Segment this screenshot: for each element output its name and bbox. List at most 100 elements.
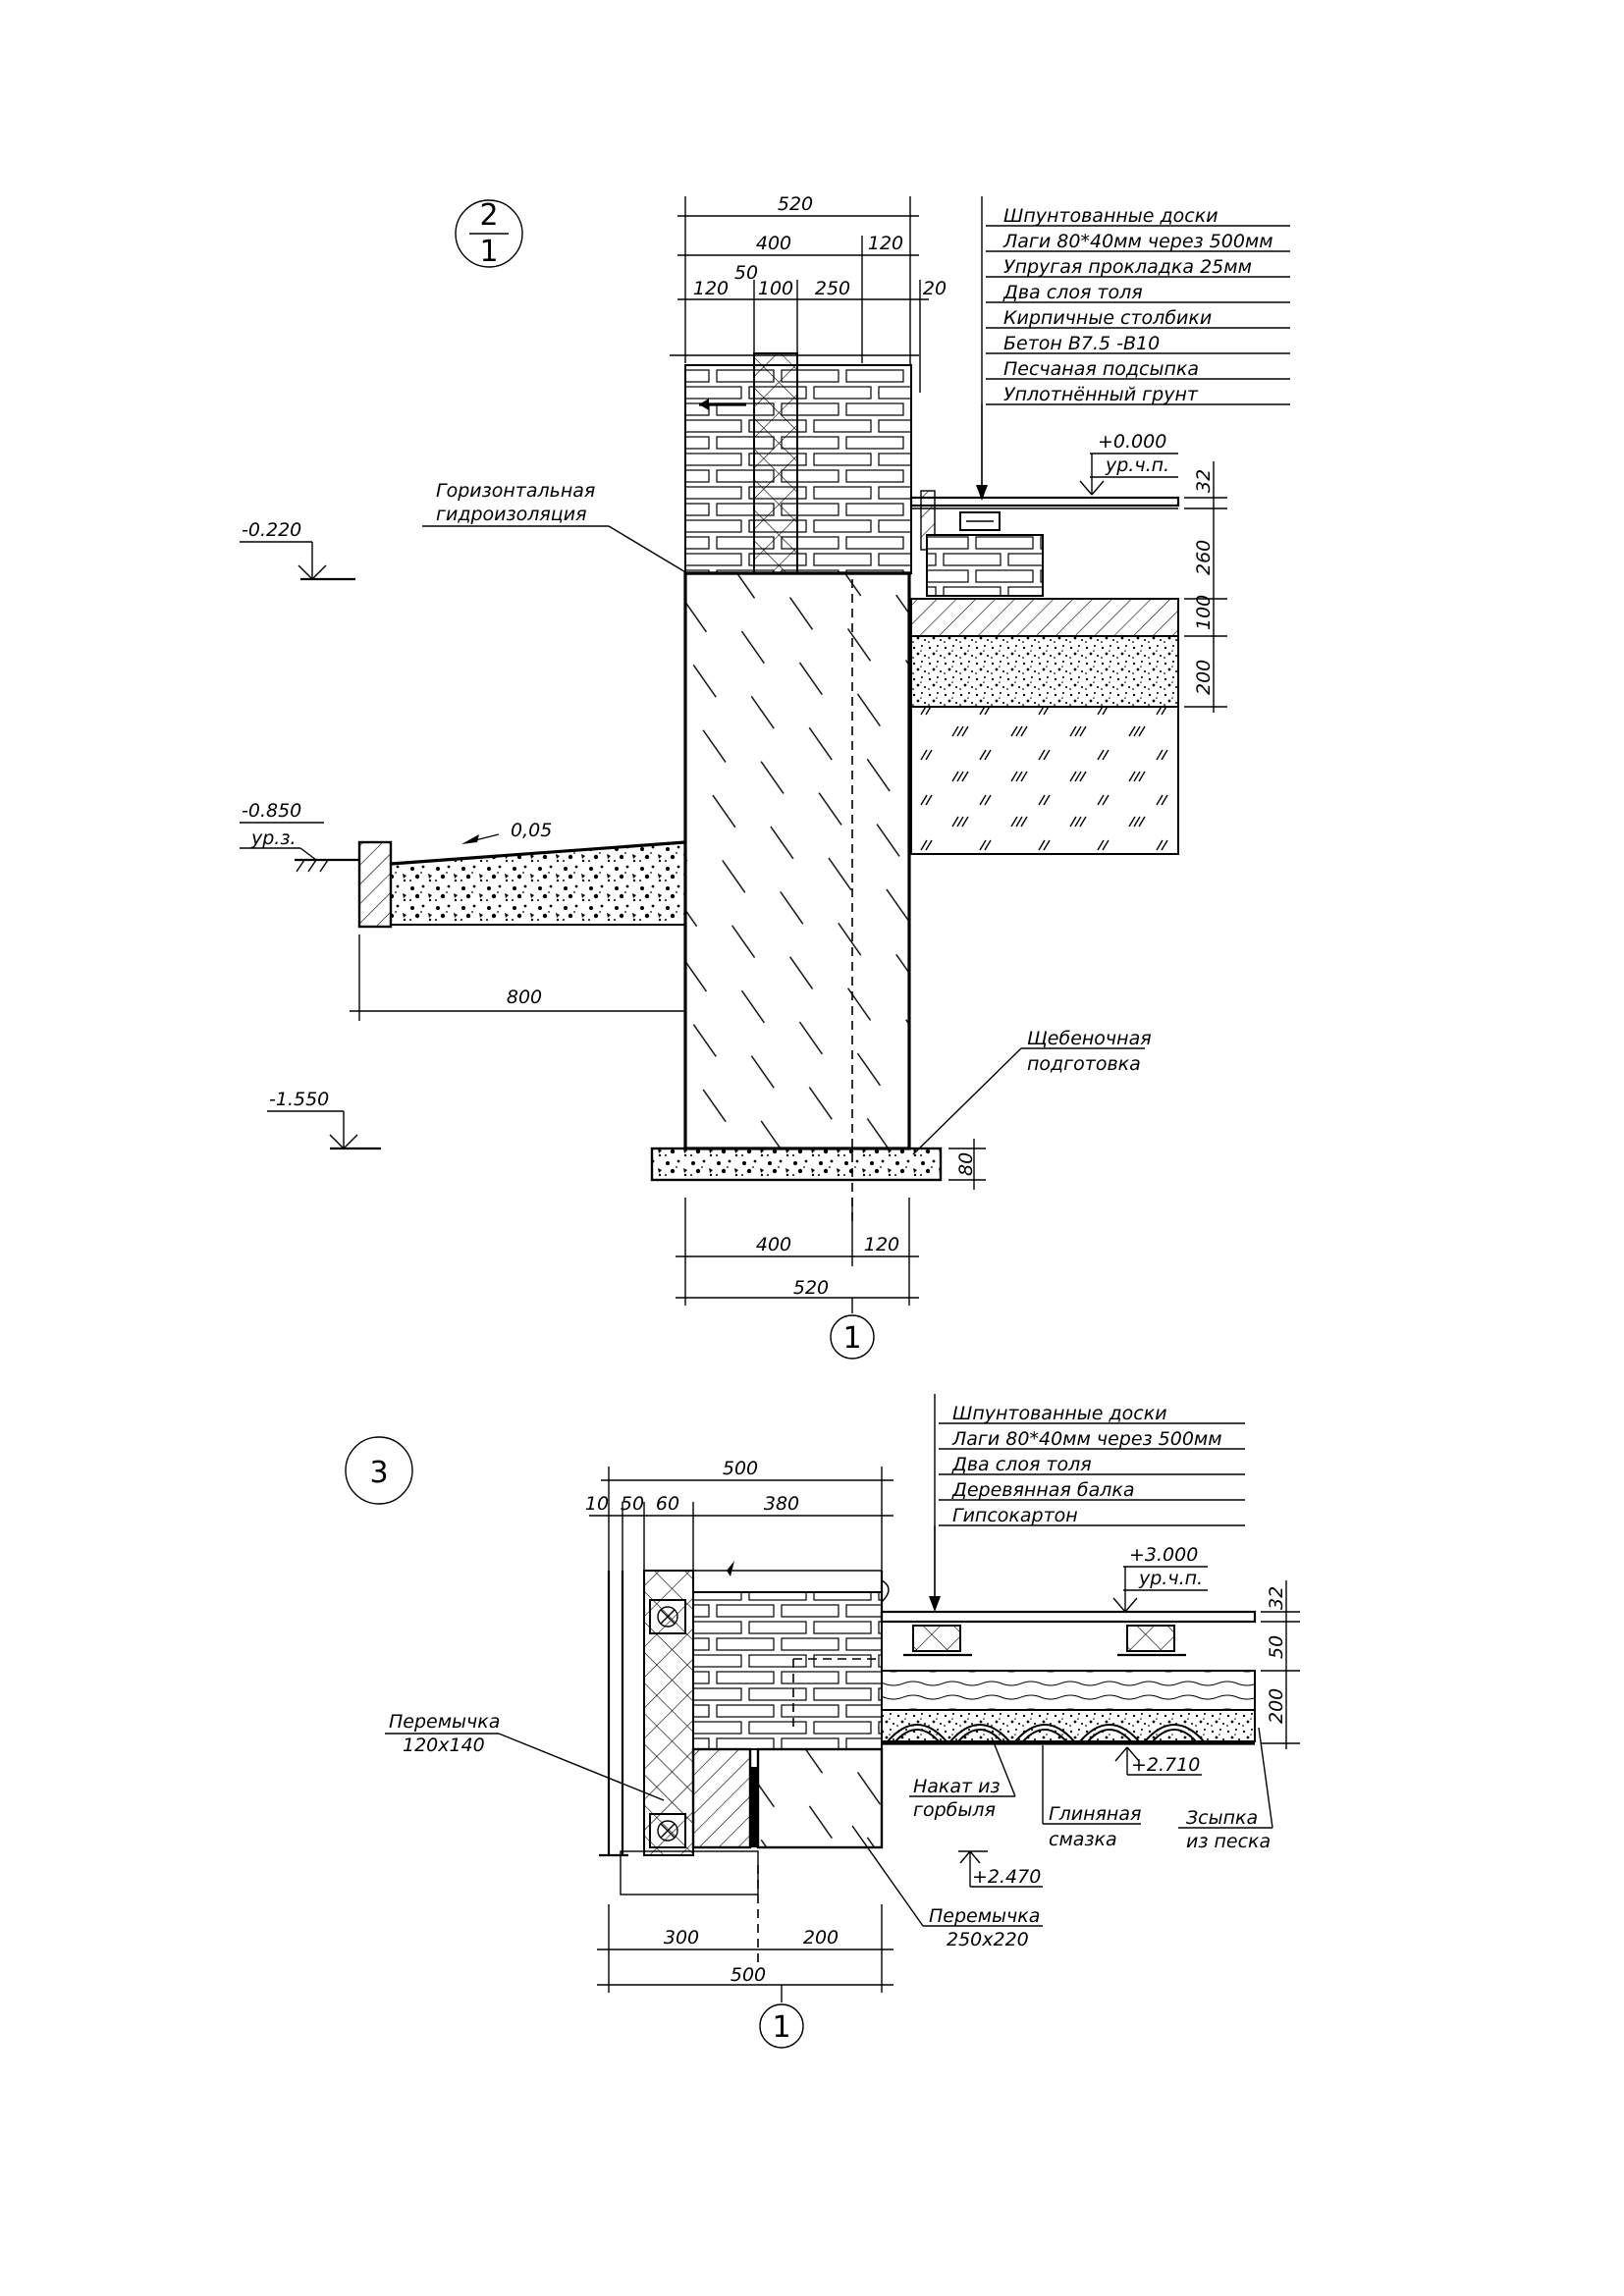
dim-20-top: 20 [923,278,947,299]
dim-80-footing: 80 [955,1152,977,1176]
window-sill [620,1850,759,1896]
compacted-soil-layer [910,706,1179,855]
detail-2-bottom-dimensions: 400 120 520 1 [676,1198,919,1360]
brick-masonry [692,1591,883,1750]
dim-60-top: 60 [656,1493,679,1515]
brick-post [926,534,1044,597]
detail-3-floor [880,1610,1257,1745]
gravel-label-line1: Щебеночная [1027,1028,1152,1049]
dim-50-top: 50 [621,1493,644,1515]
detail-2-top-dimensions: 520 400 120 120 50 100 250 20 [677,193,947,393]
detail-3-section: 3 500 10 50 60 380 Шпунтованные доски Ла [345,1394,1300,2049]
lintel1-leader [498,1733,665,1801]
dim-100-top: 100 [758,278,793,299]
detail-2-callout-circle [455,199,523,268]
detail-2-callout-top: 2 [479,198,498,233]
nakat-label-line1: Накат из [913,1776,1001,1797]
layer-joists: Лаги 80*40мм через 500мм [1002,231,1273,252]
waterproofing-label-line1: Горизонтальная [436,480,595,502]
elevation-mark-floor-3: +3.000 ур.ч.п. [1112,1544,1208,1613]
dim3-200: 200 [1266,1688,1287,1724]
elevation-mark-plinth: -0.220 [240,519,355,581]
slab-arches [887,1724,1205,1742]
lintel2-leader [851,1825,924,1927]
joist-3-left [912,1625,961,1652]
nakat-label-line2: горбыля [913,1799,996,1821]
elevation-mark-bottom: -1.550 [267,1089,381,1150]
layer-sand-fill: Песчаная подсыпка [1003,358,1199,380]
layer3-wood-beam: Деревянная балка [951,1479,1135,1501]
dim-520-top: 520 [778,193,813,215]
dim-380-top: 380 [764,1493,799,1515]
lintel-250x220 [756,1747,884,1849]
layer-concrete: Бетон В7.5 -В10 [1003,333,1160,354]
floor-boards [909,496,1180,507]
dim-50-top: 50 [734,262,758,284]
dim-400-top: 400 [756,233,791,254]
lintel2-label-line1: Перемычка [929,1905,1040,1927]
axis-1-bubble [830,1314,875,1360]
lintel1-label-line1: Перемычка [389,1711,500,1733]
dim-500-bottom: 500 [731,1964,766,1986]
layer-compacted-soil: Уплотнённый грунт [1003,384,1199,405]
wood-beam-3 [881,1670,1256,1711]
layer3-joists: Лаги 80*40мм через 500мм [951,1428,1222,1450]
dim-400-bottom: 400 [756,1234,791,1255]
blind-area: 0,05 800 [295,820,686,1021]
layer3-roofing-felt: Два слоя толя [951,1454,1092,1475]
elevation-ceiling-value: +2.710 [1131,1754,1200,1776]
elevation-floor3-label: ур.ч.п. [1138,1568,1203,1589]
sand-fill-layer [910,635,1179,708]
clay-label-line2: смазка [1049,1829,1117,1850]
dim-200-bottom: 200 [803,1927,839,1949]
elevation-ground-label: ур.з. [250,828,297,849]
lintel-120x140 [691,1747,752,1849]
dim3-50: 50 [1266,1635,1287,1659]
gravel-footing-pad [650,1147,943,1182]
concrete-foundation-wall [683,571,911,1150]
elevation-bottom-value: -1.550 [269,1089,329,1110]
elevation-floor-label: ур.ч.п. [1105,454,1169,476]
window-frame-bottom [649,1813,686,1848]
elevation-mark-lintel: +2.470 [958,1850,1043,1888]
dim-32: 32 [1193,469,1215,493]
dim-300-bottom: 300 [664,1927,699,1949]
sand-label-line2: из песка [1186,1831,1271,1852]
elevation-floor-value: +0.000 [1098,431,1166,453]
detail-3-callout-circle [345,1436,413,1505]
layer3-tongue-groove-boards: Шпунтованные доски [952,1403,1167,1424]
layer3-drywall: Гипсокартон [952,1505,1078,1526]
dim-10-top: 10 [585,1493,609,1515]
detail-2-callout-bottom: 1 [479,235,498,269]
detail-2-section: 2 1 520 400 120 120 50 100 250 20 [240,193,1290,1360]
lintel1-label-line2: 120x140 [403,1735,485,1756]
dim-250-top: 250 [815,278,850,299]
waterproofing-label-line2: гидроизоляция [436,504,587,525]
axis-1-label-3: 1 [772,2010,790,2045]
axis-1-label: 1 [842,1321,861,1356]
detail-3-top-dimensions: 500 10 50 60 380 [585,1458,893,1571]
layer-roofing-felt: Два слоя толя [1002,282,1143,303]
sand-leader [1258,1727,1273,1829]
floor-boards-3 [880,1610,1257,1624]
dim-200: 200 [1193,660,1215,695]
axis-1-bubble-3 [759,2003,804,2049]
detail-2-layer-legend: Шпунтованные доски Лаги 80*40мм через 50… [976,196,1290,501]
detail-3-wall [599,1561,890,1896]
detail-3-right-dimensions: 32 50 200 [1261,1580,1300,1749]
elevation-lintel-value: +2.470 [972,1866,1041,1888]
dim-120-bottom: 120 [864,1234,899,1255]
detail-3-bottom-dimensions: 300 200 500 1 [597,1865,893,2049]
dim-120-top-right: 120 [868,233,903,254]
curb-stone [357,840,393,929]
lintel2-label-line2: 250x220 [947,1929,1029,1950]
layer-tongue-groove-boards: Шпунтованные доски [1003,205,1218,227]
sand-label-line1: Зсыпка [1186,1807,1258,1829]
detail-3-callout-label: 3 [369,1456,388,1490]
joist-3-right [1126,1625,1175,1652]
detail-2-right-dimensions: 32 260 100 200 [1184,461,1227,713]
waterproofing-leader [608,525,688,574]
elevation-mark-floor: +0.000 ур.ч.п. [1079,431,1178,496]
layer-brick-posts: Кирпичные столбики [1003,307,1212,329]
elevation-mark-ceiling: +2.710 [1114,1746,1202,1776]
